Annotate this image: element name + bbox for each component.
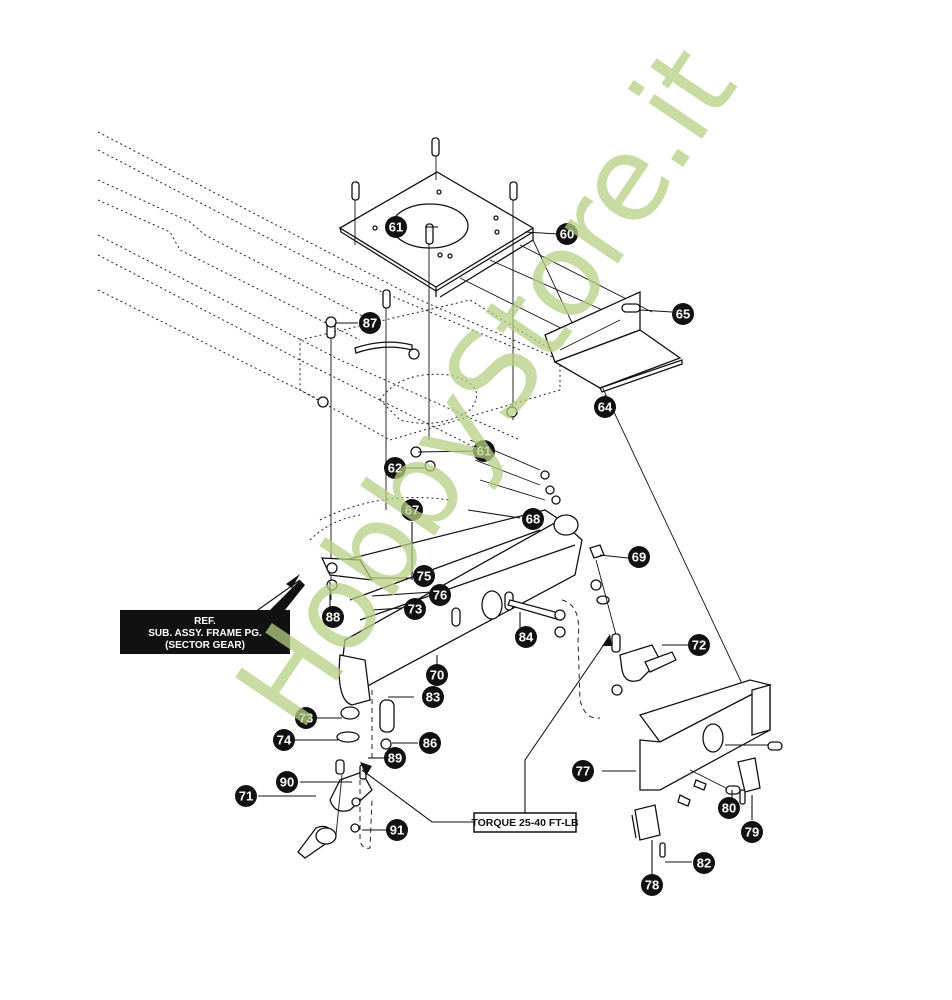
callout-80: 80 (718, 797, 740, 819)
svg-text:86: 86 (423, 736, 437, 751)
leader-lines (254, 226, 753, 876)
callout-65: 65 (672, 303, 694, 325)
callout-76: 76 (429, 584, 451, 606)
callout-87: 87 (359, 312, 381, 334)
svg-text:75: 75 (417, 569, 431, 584)
arrow-head-icon (602, 634, 612, 646)
callout-78: 78 (641, 874, 663, 896)
svg-text:77: 77 (576, 764, 590, 779)
svg-text:64: 64 (598, 400, 613, 415)
mounting-bracket-77 (638, 679, 783, 807)
svg-text:67: 67 (405, 503, 419, 518)
callout-64: 64 (594, 396, 616, 418)
callout-84: 84 (515, 626, 537, 648)
callout-73-secondary: 73 (295, 707, 317, 729)
svg-text:76: 76 (433, 588, 447, 603)
svg-text:90: 90 (280, 775, 294, 790)
callout-73: 73 (404, 598, 426, 620)
svg-text:61: 61 (477, 444, 491, 459)
callout-75: 75 (413, 565, 435, 587)
svg-text:70: 70 (430, 668, 444, 683)
svg-text:91: 91 (390, 823, 404, 838)
callout-61: 61 (385, 216, 407, 238)
callout-70: 70 (426, 664, 448, 686)
watermark: HobbyStore.it (209, 24, 761, 750)
svg-text:69: 69 (632, 550, 646, 565)
callout-68: 68 (522, 508, 544, 530)
tie-rod-84 (507, 599, 601, 719)
svg-text:61: 61 (389, 220, 403, 235)
callout-79: 79 (741, 821, 763, 843)
clip-79 (737, 757, 761, 805)
callout-91: 91 (386, 819, 408, 841)
callout-89: 89 (384, 747, 406, 769)
callouts: 60 61 61 62 64 65 67 68 69 70 71 72 73 7… (235, 216, 763, 896)
svg-text:68: 68 (526, 512, 540, 527)
callout-90: 90 (276, 771, 298, 793)
reference-note-line-1: REF. (194, 616, 216, 627)
callout-69: 69 (628, 546, 650, 568)
callout-88: 88 (322, 606, 344, 628)
callout-77: 77 (572, 760, 594, 782)
axle-hardware (410, 439, 621, 651)
callout-60: 60 (556, 223, 578, 245)
svg-text:78: 78 (645, 878, 659, 893)
svg-text:65: 65 (676, 307, 690, 322)
callout-74: 74 (273, 729, 295, 751)
mounting-plate-60 (338, 137, 535, 440)
bolt-icon (425, 223, 434, 440)
frame-reference-outline (97, 131, 561, 541)
svg-text:80: 80 (722, 801, 736, 816)
svg-text:73: 73 (299, 711, 313, 726)
arrow-head-icon (286, 574, 300, 588)
sector-gear-arm (317, 289, 518, 600)
spindle-72 (611, 633, 677, 696)
reference-note: REF. SUB. ASSY. FRAME PG. (SECTOR GEAR) (120, 580, 305, 654)
spindle-71 (297, 690, 395, 859)
torque-note-text: TORQUE 25-40 FT-LB (471, 817, 579, 829)
callout-62: 62 (384, 457, 406, 479)
svg-text:73: 73 (408, 602, 422, 617)
bolt-icon (431, 137, 440, 180)
svg-text:89: 89 (388, 751, 402, 766)
callout-67: 67 (401, 499, 423, 521)
callout-71: 71 (235, 785, 257, 807)
svg-text:88: 88 (326, 610, 340, 625)
callout-61-secondary: 61 (473, 440, 495, 462)
callout-83: 83 (422, 686, 444, 708)
torque-note: TORQUE 25-40 FT-LB (471, 812, 579, 833)
callout-72: 72 (688, 634, 710, 656)
callout-82: 82 (693, 852, 715, 874)
bolt-icon (351, 181, 360, 245)
svg-text:82: 82 (697, 856, 711, 871)
arrow-head-icon (360, 762, 372, 776)
svg-text:79: 79 (745, 825, 759, 840)
svg-text:83: 83 (426, 690, 440, 705)
svg-text:74: 74 (277, 733, 292, 748)
svg-text:60: 60 (560, 227, 574, 242)
svg-text:87: 87 (363, 316, 377, 331)
reference-note-line-3: (SECTOR GEAR) (165, 640, 245, 651)
reference-note-line-2: SUB. ASSY. FRAME PG. (148, 628, 262, 639)
clip-78 (631, 804, 666, 858)
svg-text:71: 71 (239, 789, 253, 804)
bracket-64 (544, 290, 683, 393)
bolt-icon (509, 181, 518, 420)
svg-text:62: 62 (388, 461, 402, 476)
svg-text:72: 72 (692, 638, 706, 653)
svg-text:84: 84 (519, 630, 534, 645)
callout-86: 86 (419, 732, 441, 754)
